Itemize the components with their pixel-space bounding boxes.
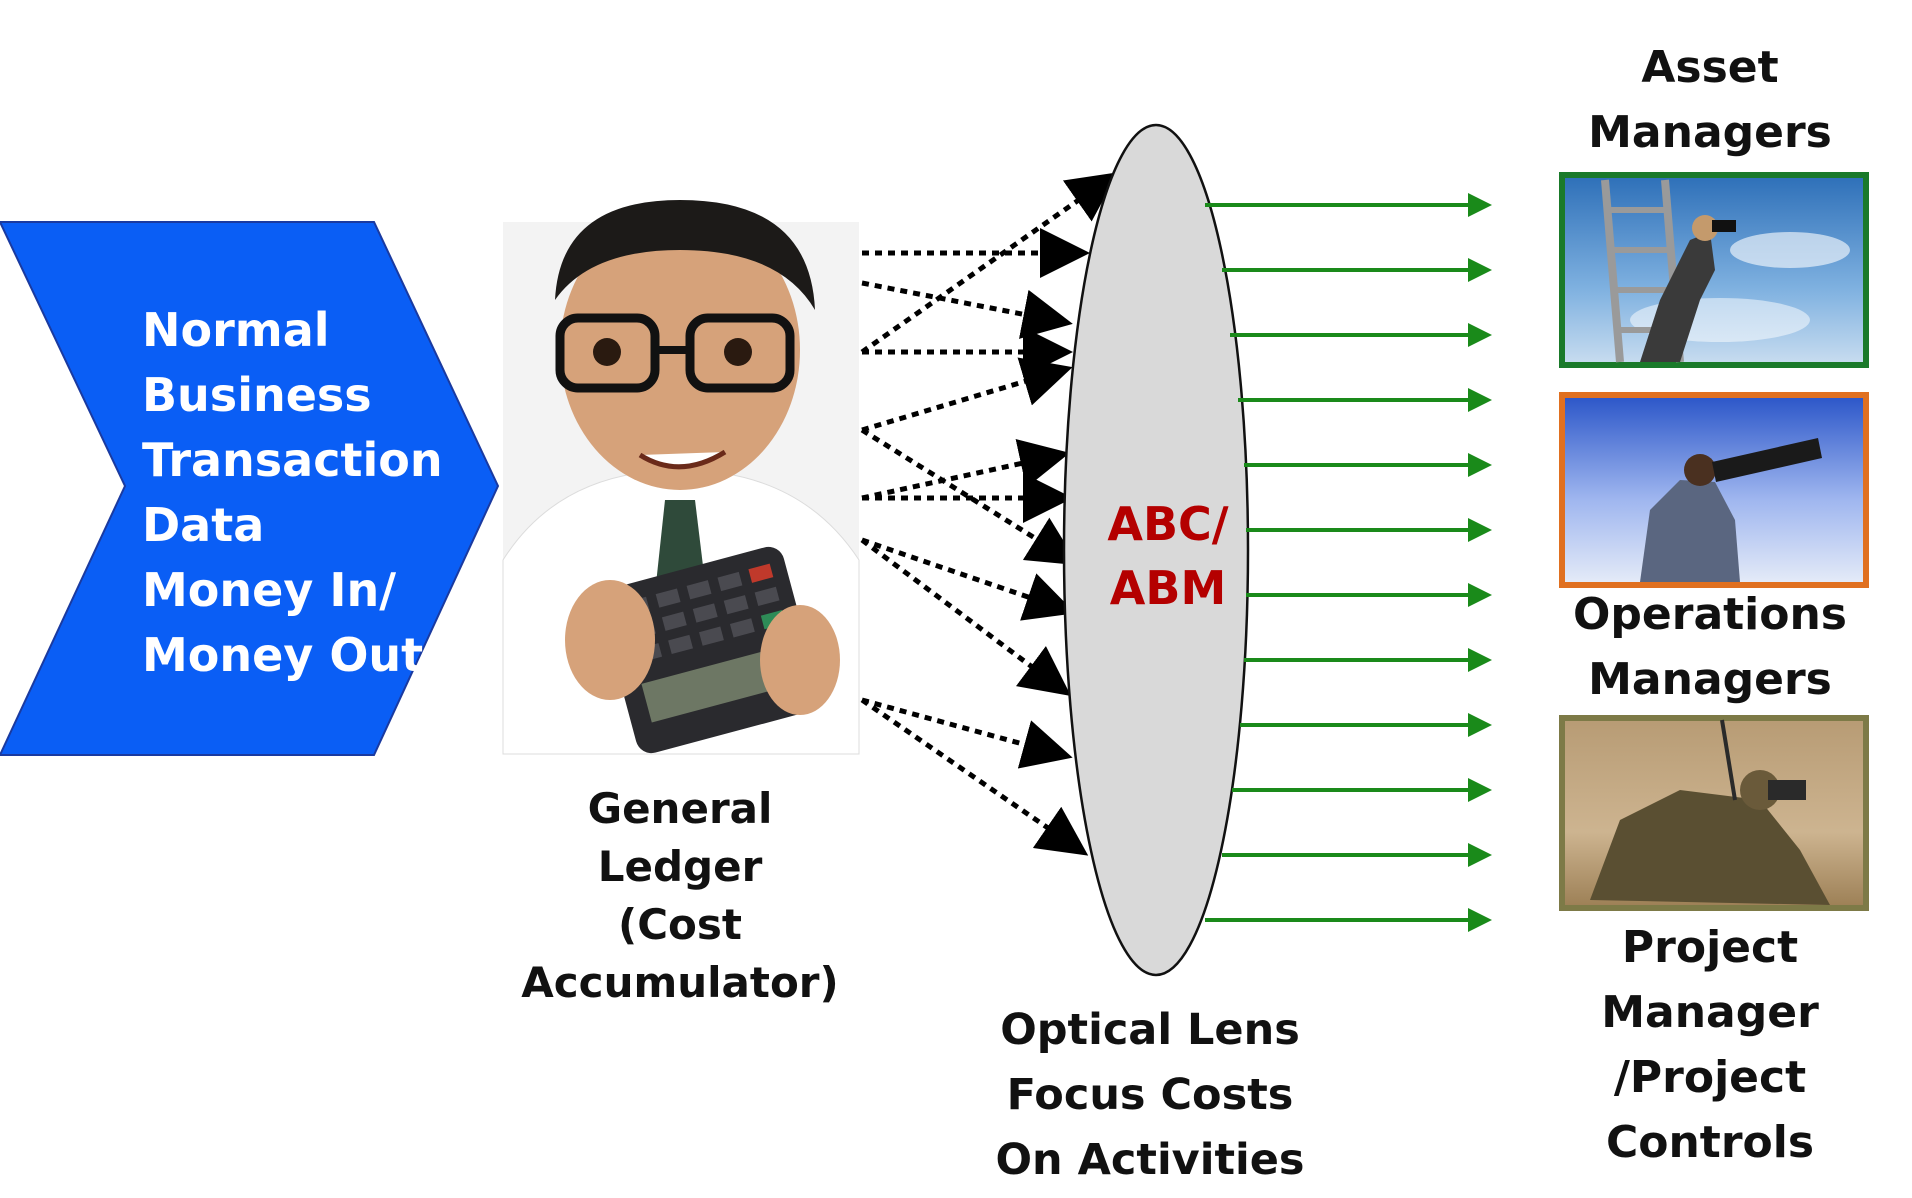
ledger-line: (Cost Accumulator) (521, 900, 839, 1007)
chevron-line: Money In/ (142, 563, 396, 617)
input-chevron-text: Normal Business Transaction Data Money I… (142, 298, 472, 688)
lens-caption-line: On Activities (995, 1135, 1305, 1185)
dotted-arrow (861, 357, 1073, 433)
project-manager-image (1559, 715, 1869, 911)
project-manager-caption: Project Manager /Project Controls (1540, 915, 1880, 1175)
ledger-line: Ledger (597, 842, 763, 891)
lens-label-line: ABC/ (1107, 497, 1229, 551)
lens-caption-line: Focus Costs (1006, 1070, 1294, 1120)
asset-line: Asset (1641, 42, 1779, 93)
pm-line: Controls (1605, 1117, 1815, 1168)
dotted-arrow (861, 280, 1073, 339)
asset-managers-caption: Asset Managers (1540, 35, 1880, 165)
chevron-line: Money Out (142, 628, 424, 682)
operations-managers-image (1559, 392, 1869, 588)
general-ledger-caption: General Ledger (Cost Accumulator) (455, 780, 905, 1012)
asset-line: Managers (1588, 107, 1832, 158)
dotted-arrow (860, 427, 1079, 566)
pm-line: Project (1621, 922, 1799, 973)
green-arrow-group (1205, 193, 1492, 932)
dotted-arrow (860, 537, 1072, 696)
chevron-line: Data (142, 498, 265, 552)
asset-managers-image (1559, 172, 1869, 368)
ops-line: Managers (1588, 654, 1832, 705)
pm-line: Manager (1601, 987, 1819, 1038)
chevron-line: Normal (142, 303, 330, 357)
dotted-arrow (861, 697, 1073, 769)
ops-line: Operations (1573, 589, 1847, 640)
dotted-arrow (860, 172, 1119, 355)
ledger-line: General (587, 784, 773, 833)
lens-caption: Optical Lens Focus Costs On Activities (950, 998, 1350, 1193)
dotted-arrow (861, 439, 1070, 501)
lens-caption-line: Optical Lens (1000, 1005, 1300, 1055)
operations-managers-caption: Operations Managers (1540, 582, 1880, 712)
lens-label: ABC/ ABM (1068, 492, 1268, 620)
dotted-arrow (861, 537, 1076, 621)
accountant-photo (502, 200, 860, 755)
optical-lens (1062, 123, 1250, 977)
input-chevron (0, 221, 500, 756)
chevron-line: Business (142, 368, 372, 422)
dotted-arrow (860, 697, 1089, 856)
dotted-arrow-group (860, 172, 1119, 856)
chevron-line: Transaction (142, 433, 443, 487)
lens-label-line: ABM (1109, 561, 1227, 615)
pm-line: /Project (1613, 1052, 1807, 1103)
